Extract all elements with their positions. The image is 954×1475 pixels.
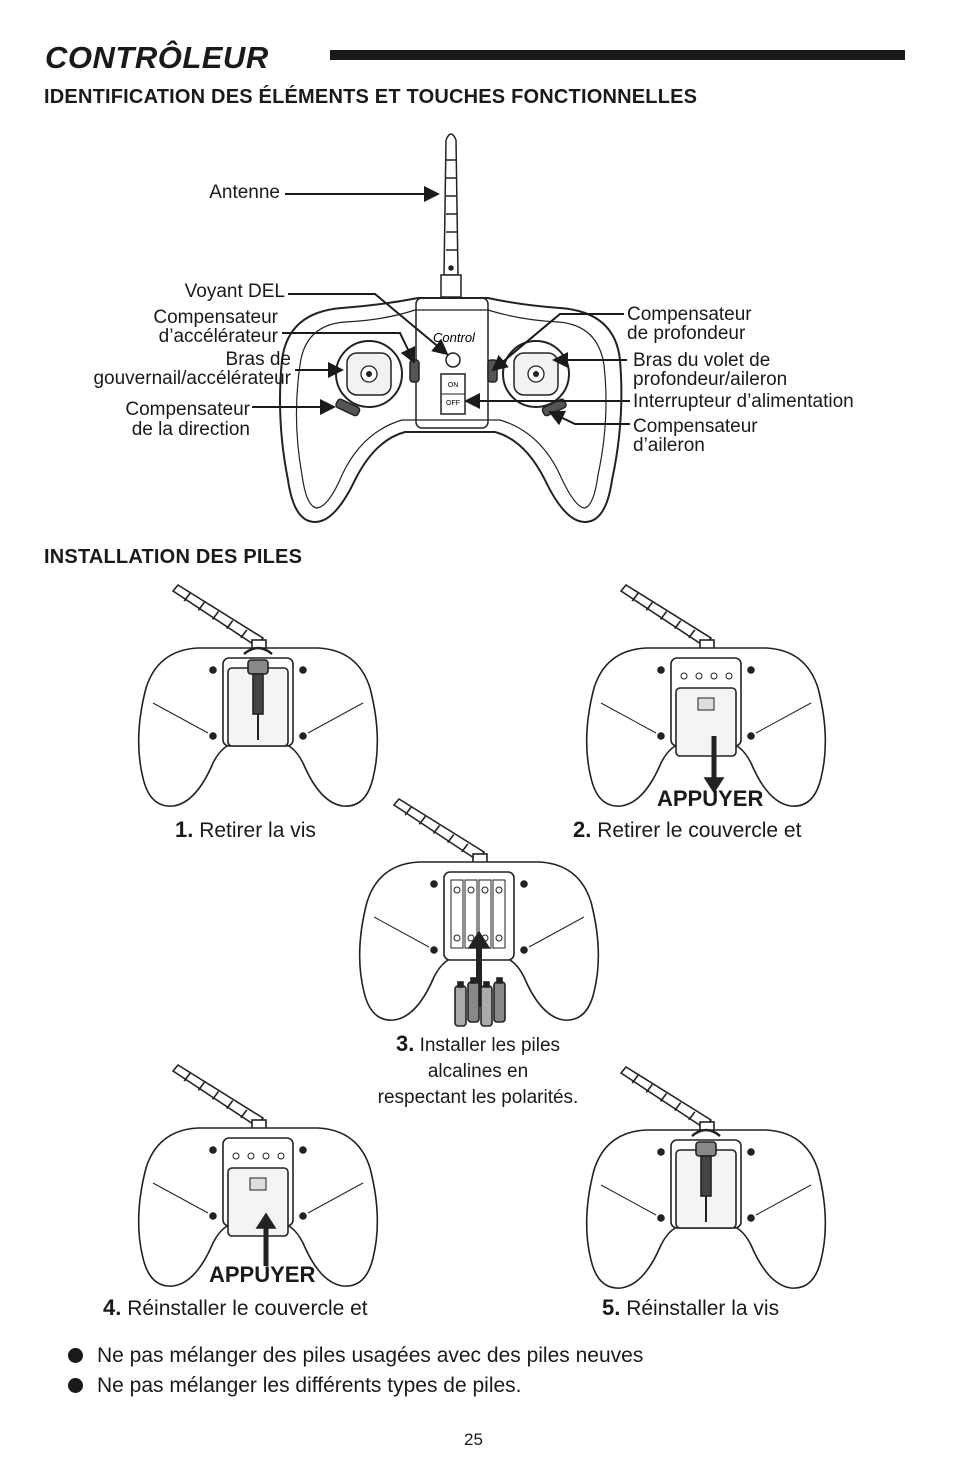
antenna — [392, 797, 486, 862]
label-bras-volet-1: Bras du volet de — [633, 350, 771, 371]
label-bras-gouv-2: gouvernail/accélérateur — [93, 368, 291, 389]
label-comp-accel-1: Compensateur — [153, 307, 278, 328]
section-heading-identification: IDENTIFICATION DES ÉLÉMENTS ET TOUCHES F… — [44, 86, 698, 108]
battery-cover[interactable] — [675, 687, 737, 757]
label-voyant-del: Voyant DEL — [184, 281, 285, 302]
led-indicator — [445, 352, 461, 368]
label-bras-gouv-1: Bras de — [225, 349, 291, 370]
antenna — [171, 1063, 265, 1128]
title-rule — [330, 50, 905, 60]
label-bras-volet-2: profondeur/aileron — [633, 369, 788, 390]
step-4-controller — [137, 1063, 379, 1287]
label-comp-ail-2: d’aileron — [633, 435, 705, 456]
label-comp-ail-1: Compensateur — [633, 416, 758, 437]
label-comp-prof-1: Compensateur — [627, 304, 752, 325]
controller-diagram: Control ON OFF — [252, 133, 630, 524]
page-title: CONTRÔLEUR — [45, 40, 269, 75]
batteries-icon — [454, 977, 506, 1027]
step-3-controller — [358, 797, 600, 1027]
bullet-icon — [68, 1348, 83, 1363]
step-4-caption: 4. Réinstaller le couvercle et — [103, 1295, 368, 1320]
page-number: 25 — [464, 1430, 483, 1449]
left-stick[interactable] — [335, 340, 403, 408]
step-2-press-label: APPUYER — [657, 786, 764, 811]
screw-icon[interactable] — [695, 1141, 717, 1157]
battery-cover[interactable] — [227, 1167, 289, 1237]
antenna — [619, 583, 713, 648]
step-1-controller — [137, 583, 379, 807]
section-heading-installation: INSTALLATION DES PILES — [44, 546, 303, 568]
step-4-press-label: APPUYER — [209, 1262, 316, 1287]
switch-off-label: OFF — [446, 400, 460, 407]
note-item: Ne pas mélanger les différents types de … — [68, 1374, 522, 1398]
label-comp-dir-2: de la direction — [131, 419, 250, 440]
switch-on-label: ON — [448, 382, 459, 389]
step-5-controller — [585, 1065, 827, 1289]
label-comp-prof-2: de profondeur — [627, 323, 746, 344]
step-2-caption: 2. Retirer le couvercle et — [573, 817, 802, 842]
step-2-controller — [585, 583, 827, 807]
screw-icon[interactable] — [247, 659, 269, 675]
label-interrupteur: Interrupteur d’alimentation — [633, 391, 854, 412]
label-comp-accel-2: d’accélérateur — [158, 326, 278, 347]
antenna — [171, 583, 265, 648]
step-1-caption: 1. Retirer la vis — [175, 817, 316, 842]
note-item: Ne pas mélanger des piles usagées avec d… — [68, 1344, 643, 1368]
antenna — [619, 1065, 713, 1130]
rudder-trim[interactable] — [335, 398, 361, 417]
bullet-icon — [68, 1378, 83, 1393]
step-3-caption: 3. Installer les piles alcalines en resp… — [377, 1031, 579, 1108]
step-5-caption: 5. Réinstaller la vis — [602, 1295, 780, 1320]
screwdriver-icon — [252, 673, 264, 715]
label-antenne: Antenne — [209, 182, 280, 203]
label-comp-dir-1: Compensateur — [125, 399, 250, 420]
screwdriver-icon — [700, 1155, 712, 1197]
